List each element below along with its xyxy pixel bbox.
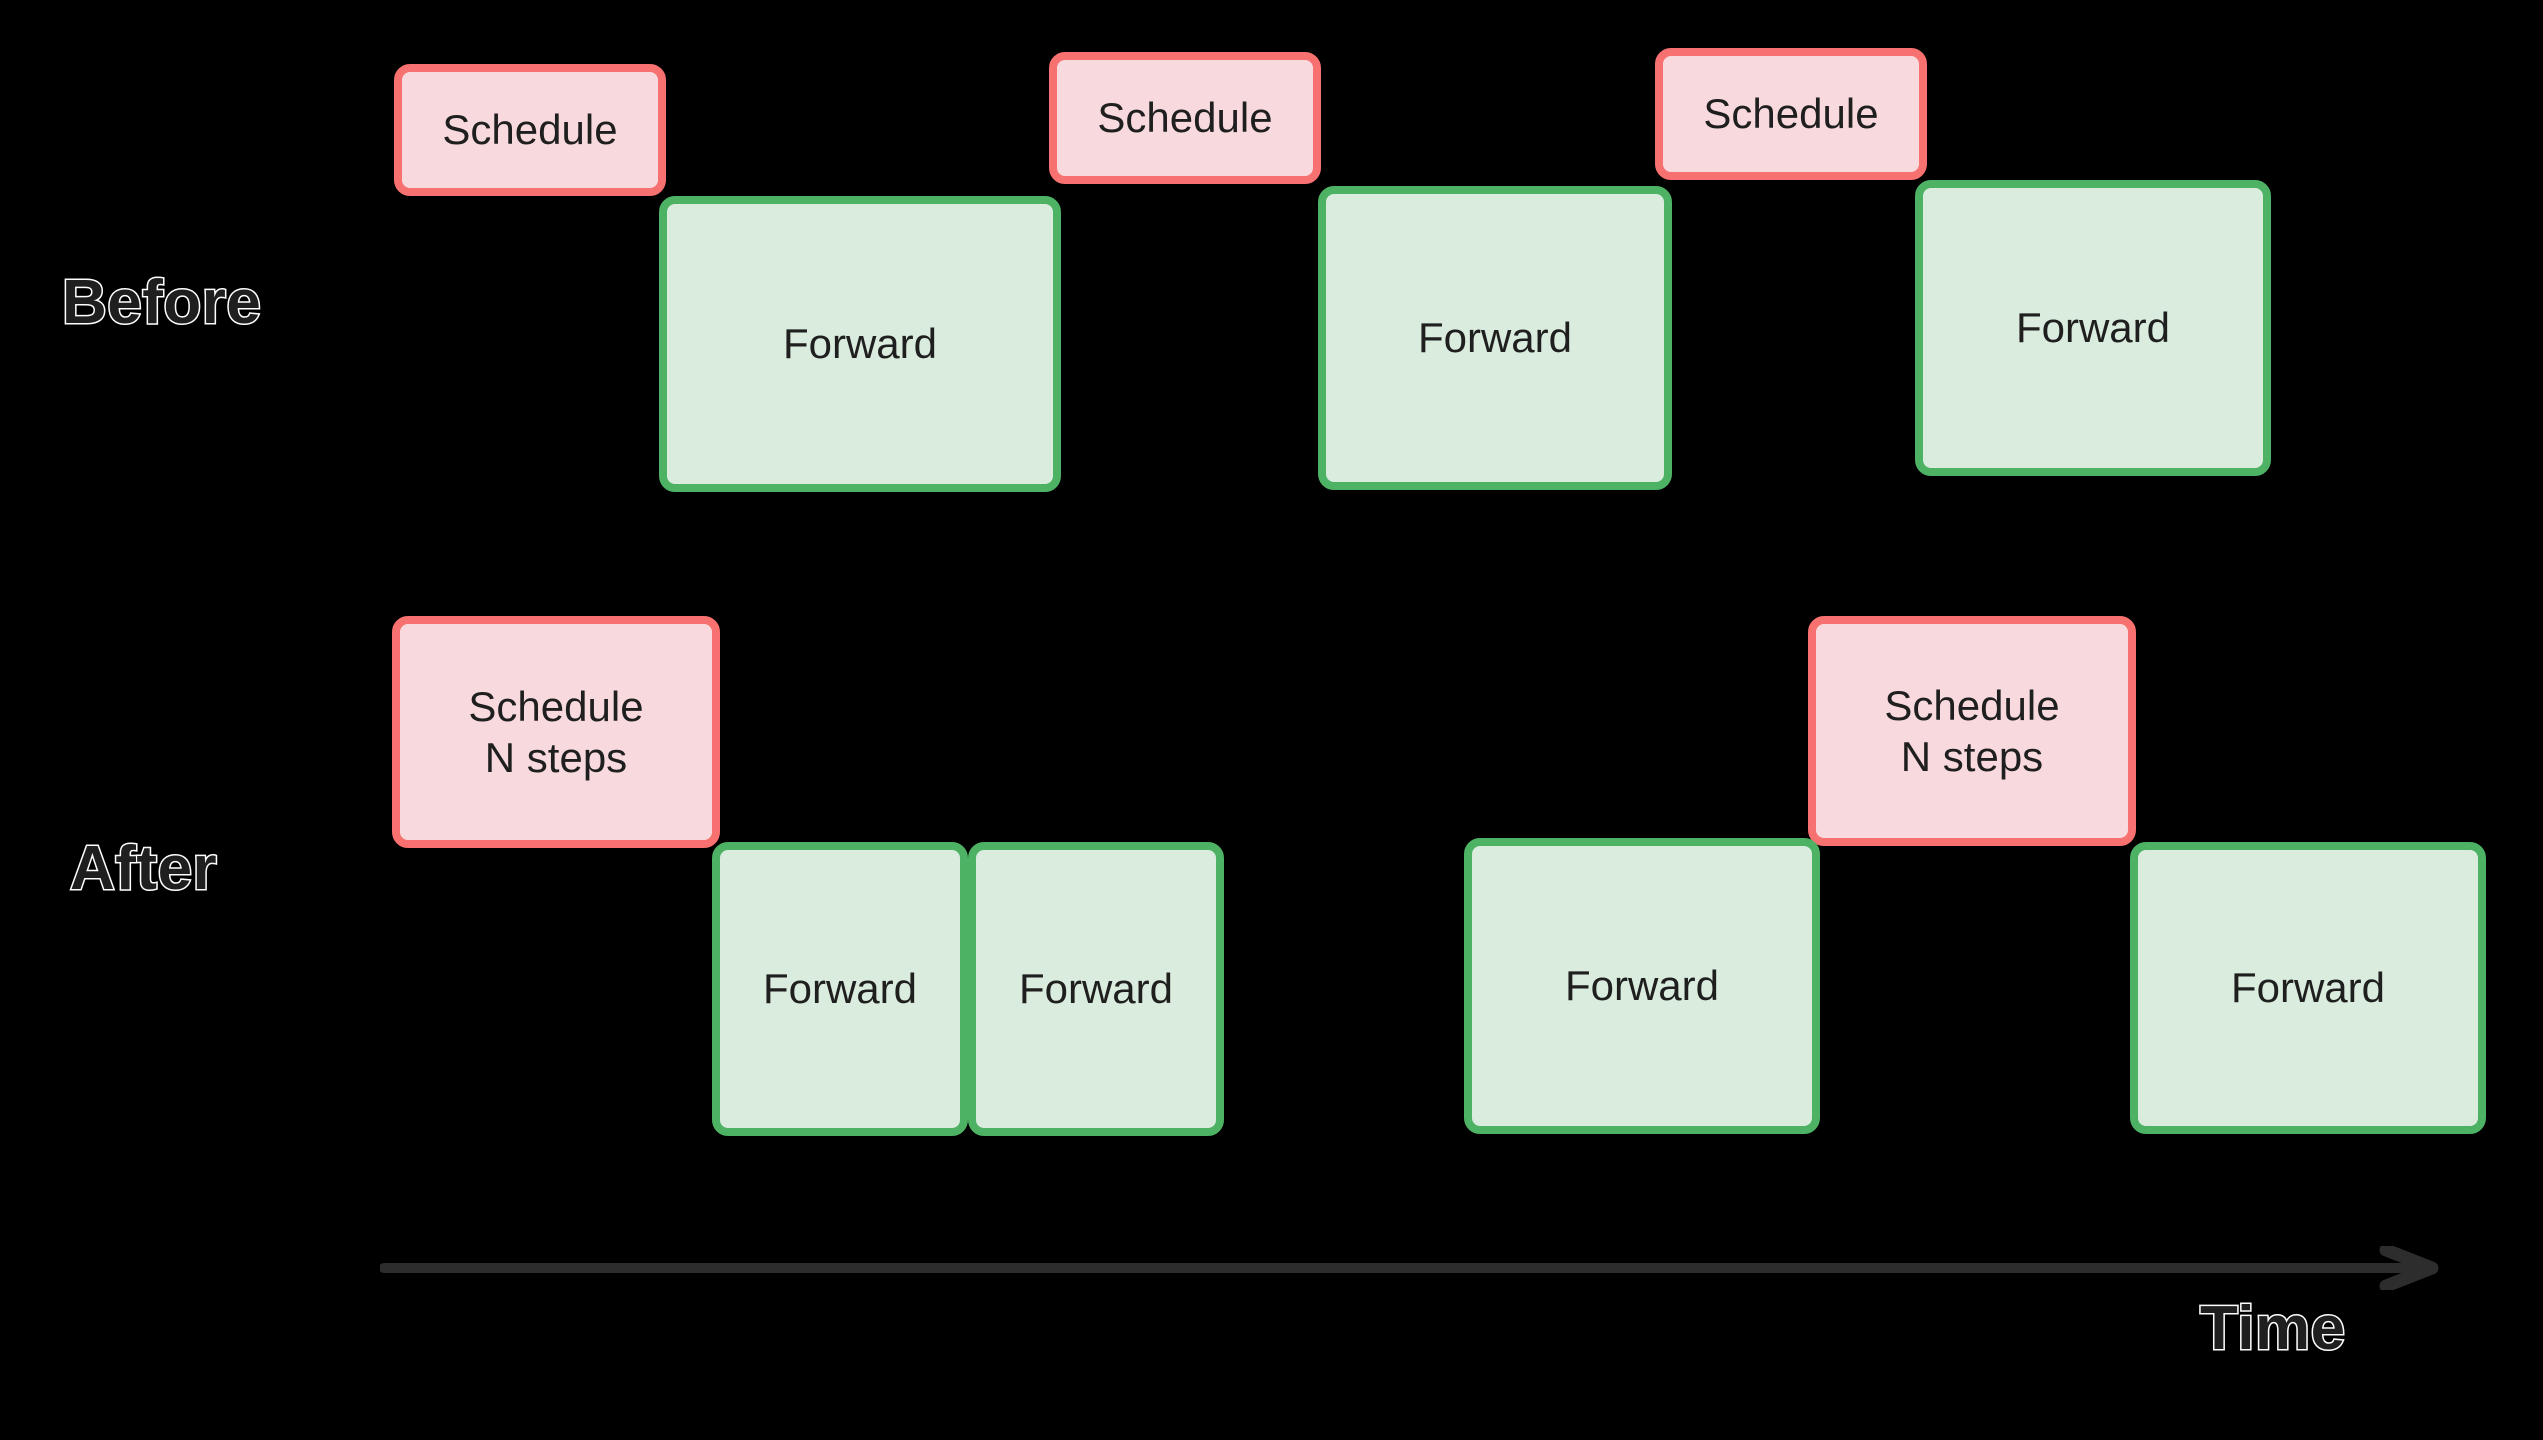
before-forward-box-2: Forward bbox=[1318, 186, 1672, 490]
box-label: Forward bbox=[782, 320, 938, 368]
before-forward-box-3: Forward bbox=[1915, 180, 2271, 476]
box-label: Schedule N steps bbox=[1884, 681, 2060, 780]
before-schedule-box-3: Schedule bbox=[1655, 48, 1927, 180]
row-label-after: After bbox=[68, 834, 218, 903]
after-schedule-box-2: Schedule N steps bbox=[1808, 616, 2136, 846]
box-label: Forward bbox=[2230, 964, 2386, 1012]
before-forward-box-1: Forward bbox=[659, 196, 1061, 492]
before-schedule-box-2: Schedule bbox=[1049, 52, 1321, 184]
after-forward-box-1: Forward bbox=[712, 842, 968, 1136]
after-forward-box-4: Forward bbox=[2130, 842, 2486, 1134]
time-axis-label: Time bbox=[2199, 1294, 2347, 1363]
box-label: Forward bbox=[1018, 965, 1174, 1013]
time-arrow-icon bbox=[380, 1246, 2439, 1290]
box-label: Schedule bbox=[1703, 90, 1879, 138]
after-schedule-box-1: Schedule N steps bbox=[392, 616, 720, 848]
time-axis-arrow bbox=[380, 1246, 2440, 1290]
box-label: Schedule N steps bbox=[468, 682, 644, 781]
box-label: Forward bbox=[762, 965, 918, 1013]
box-label: Schedule bbox=[1097, 94, 1273, 142]
box-label: Schedule bbox=[442, 106, 618, 154]
box-label: Forward bbox=[1564, 962, 1720, 1010]
before-schedule-box-1: Schedule bbox=[394, 64, 666, 196]
after-forward-box-3: Forward bbox=[1464, 838, 1820, 1134]
after-forward-box-2: Forward bbox=[968, 842, 1224, 1136]
box-label: Forward bbox=[1417, 314, 1573, 362]
row-label-before: Before bbox=[60, 268, 262, 337]
box-label: Forward bbox=[2015, 304, 2171, 352]
